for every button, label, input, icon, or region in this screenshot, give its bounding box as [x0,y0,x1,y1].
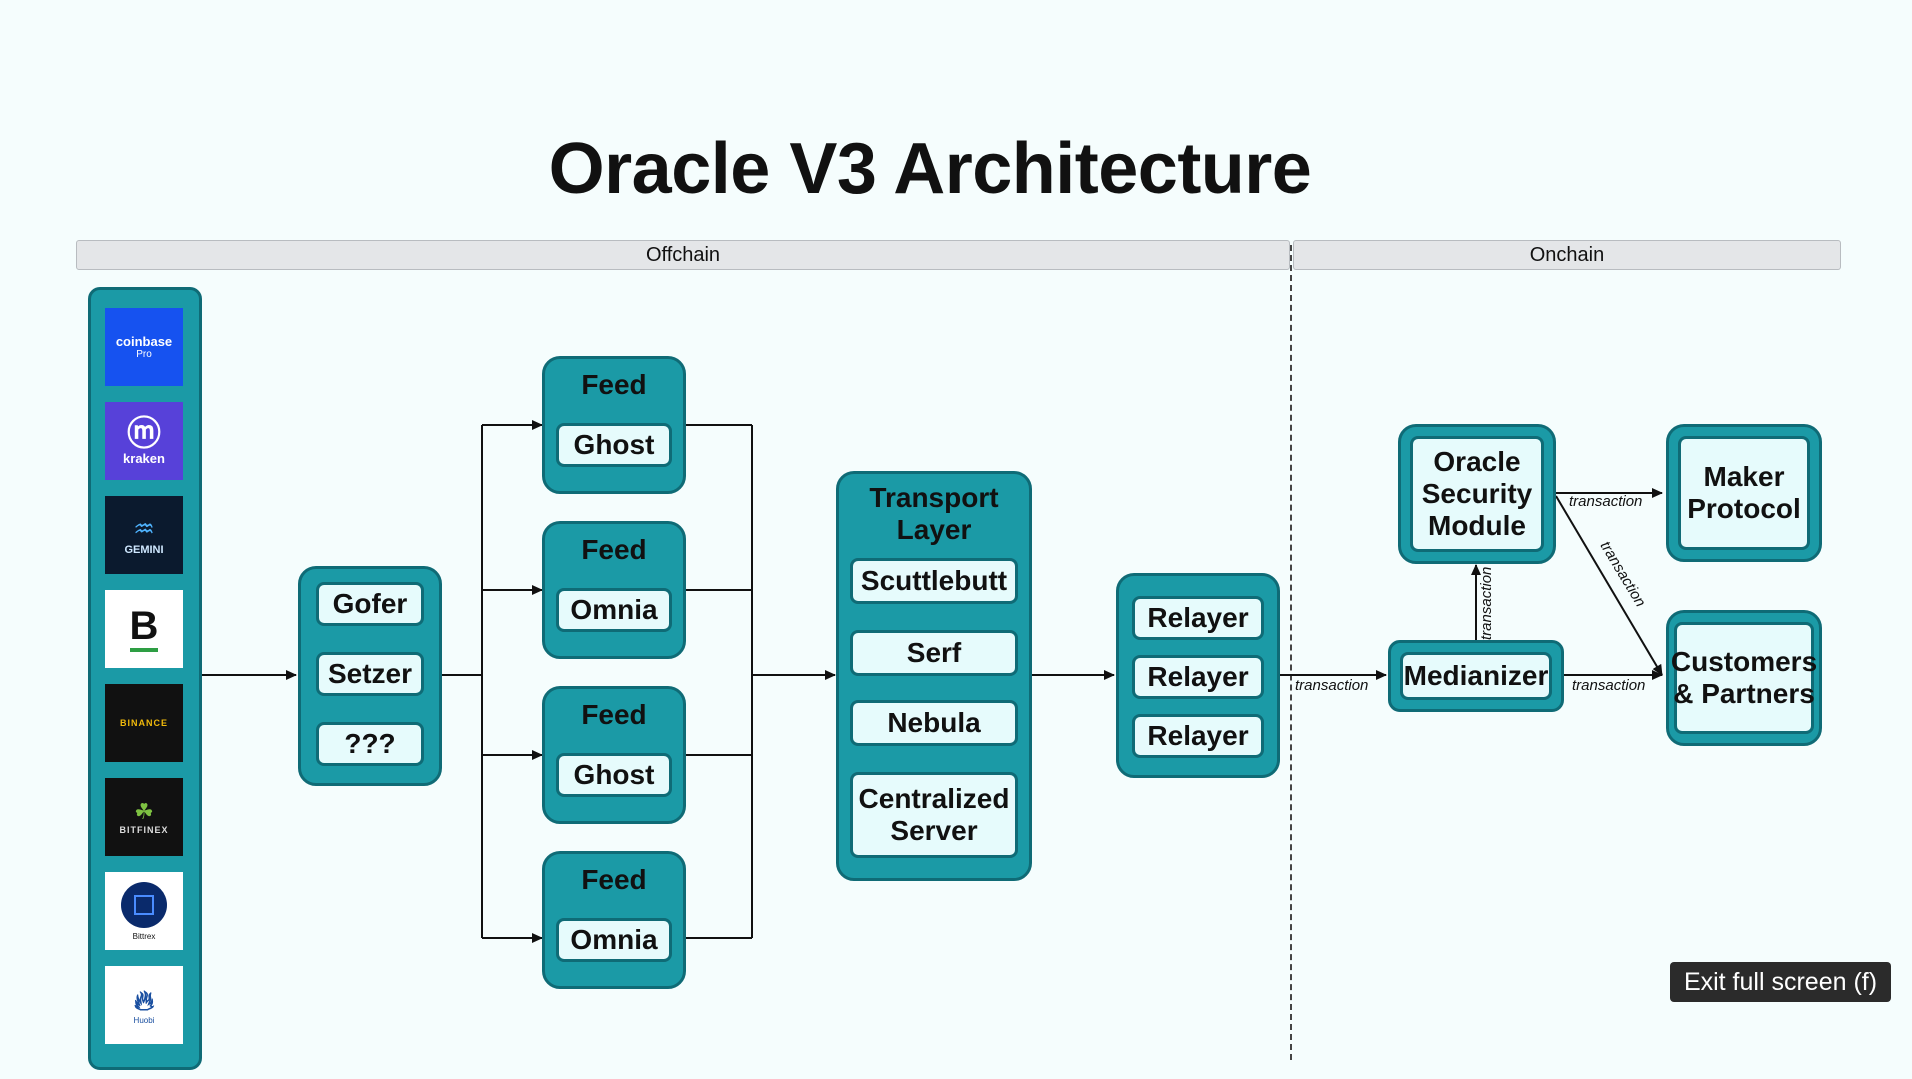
feed-node-2: Feed Omnia [542,521,686,659]
huobi-label: Huobi [133,1015,155,1025]
setzer-box: Setzer [316,652,424,696]
bitstamp-underline-icon [130,648,158,652]
bittrex-logo: Bittrex [105,872,183,950]
offchain-section-header: Offchain [76,240,1290,270]
feed-1-ghost: Ghost [556,423,672,467]
kraken-logo: ⓜ kraken [105,402,183,480]
gofer-box: Gofer [316,582,424,626]
maker-node: Maker Protocol [1666,424,1822,562]
edge-label-relayers-medianizer: transaction [1295,677,1368,694]
edge-label-osm-customers: transaction [1597,538,1649,610]
exchange-sources-column: coinbase Pro ⓜ kraken ♒ GEMINI B BINANCE… [88,287,202,1070]
exit-fullscreen-button[interactable]: Exit full screen (f) [1670,962,1891,1002]
maker-protocol-box: Maker Protocol [1678,436,1810,550]
centralized-server-box: Centralized Server [850,772,1018,858]
edge-label-osm-maker: transaction [1569,493,1642,510]
edge-label-medianizer-customers: transaction [1572,677,1645,694]
medianizer-box: Medianizer [1400,652,1552,700]
serf-box: Serf [850,630,1018,676]
edge-label-medianizer-osm: transaction [1478,567,1495,640]
page-title: Oracle V3 Architecture [548,129,1312,209]
customers-partners-box: Customers & Partners [1671,622,1817,734]
bitfinex-logo: ☘ BITFINEX [105,778,183,856]
relayer-3-box: Relayer [1132,714,1264,758]
relayers-node: Relayer Relayer Relayer [1116,573,1280,778]
feed-node-3: Feed Ghost [542,686,686,824]
feed-4-omnia: Omnia [556,918,672,962]
relayer-1-box: Relayer [1132,596,1264,640]
bitstamp-label: B [129,604,159,648]
gemini-logo: ♒ GEMINI [105,496,183,574]
kraken-m-icon: ⓜ [127,414,161,453]
osm-to-customers-arrow [1555,495,1663,676]
scuttlebutt-box: Scuttlebutt [850,558,1018,604]
unknown-box: ??? [316,722,424,766]
huobi-logo: 🔥︎ Huobi [105,966,183,1044]
feed-node-1: Feed Ghost [542,356,686,494]
bitstamp-logo: B [105,590,183,668]
feed-node-4: Feed Omnia [542,851,686,989]
coinbase-sub-label: Pro [136,349,152,360]
gemini-label: GEMINI [124,543,164,556]
nebula-box: Nebula [850,700,1018,746]
coinbase-pro-logo: coinbase Pro [105,308,183,386]
feed-3-title: Feed [581,699,647,730]
customers-node: Customers & Partners [1666,610,1822,746]
feed-3-ghost: Ghost [556,753,672,797]
transport-layer-node: Transport Layer Scuttlebutt Serf Nebula … [836,471,1032,881]
gofer-setzer-group: Gofer Setzer ??? [298,566,442,786]
feed-4-title: Feed [581,864,647,895]
huobi-flame-icon: 🔥︎ [133,984,155,1016]
offchain-onchain-divider [1290,245,1292,1060]
bitfinex-leaf-icon: ☘ [134,799,154,824]
binance-logo: BINANCE [105,684,183,762]
kraken-label: kraken [123,450,165,466]
medianizer-node: Medianizer [1388,640,1564,712]
binance-label: BINANCE [119,718,168,728]
bittrex-label: Bittrex [132,931,156,941]
osm-node: Oracle Security Module [1398,424,1556,564]
coinbase-label: coinbase [115,334,173,349]
osm-box: Oracle Security Module [1410,436,1544,552]
feed-2-omnia: Omnia [556,588,672,632]
bitfinex-label: BITFINEX [119,825,169,835]
onchain-section-header: Onchain [1293,240,1841,270]
bittrex-circle-icon [121,881,167,928]
gemini-mark-icon: ♒ [133,515,155,543]
relayer-2-box: Relayer [1132,655,1264,699]
transport-layer-title: Transport Layer [869,482,999,545]
feed-2-title: Feed [581,534,647,565]
feed-1-title: Feed [581,369,647,400]
